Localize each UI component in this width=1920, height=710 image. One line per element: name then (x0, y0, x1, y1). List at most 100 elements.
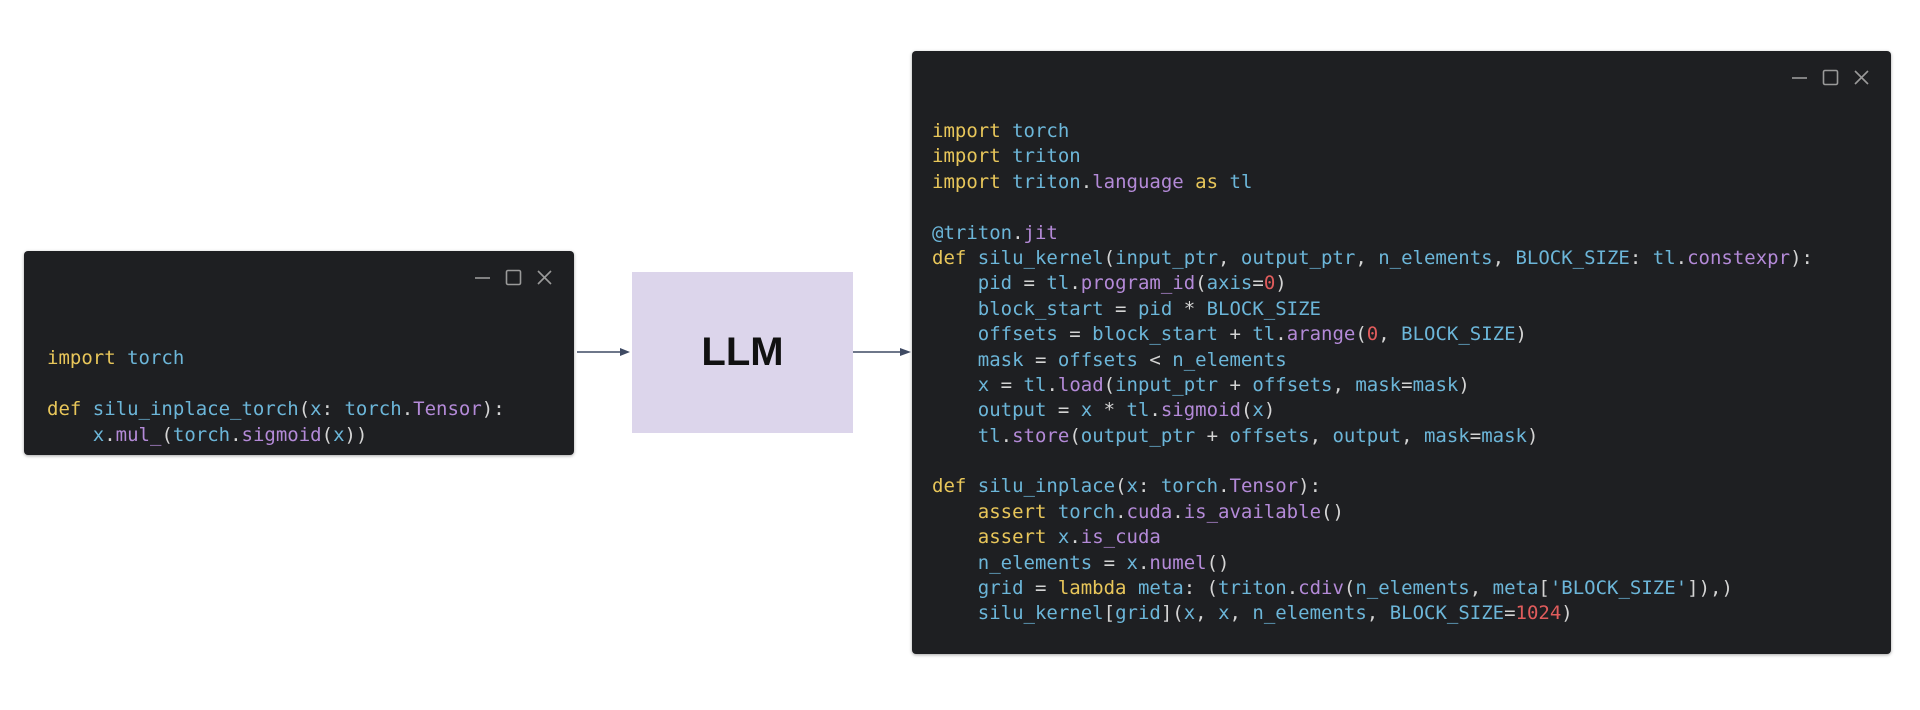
code-token: pid (1137, 297, 1173, 320)
code-token: numel (1149, 551, 1207, 574)
code-token: cuda (1126, 500, 1173, 523)
code-line: import torch (47, 346, 505, 371)
code-token (1127, 577, 1138, 599)
minimize-icon[interactable] (474, 269, 491, 286)
code-token: mul_ (115, 423, 162, 446)
code-line: pid = tl.program_id(axis=0) (932, 271, 1813, 296)
code-token: torch (1012, 120, 1070, 142)
code-token: tl (1229, 170, 1253, 193)
code-token (932, 374, 978, 396)
code-token: offsets (1252, 373, 1333, 396)
code-token: def (932, 475, 967, 498)
minimize-icon[interactable] (1791, 69, 1808, 86)
code-token: ): (1298, 475, 1322, 498)
code-token (932, 577, 978, 599)
code-token: x (310, 398, 322, 421)
code-token (966, 475, 977, 497)
code-token: mask (1423, 424, 1470, 447)
code-token: Tensor (413, 398, 482, 421)
code-token: sigmoid (241, 423, 322, 446)
code-token: def (932, 246, 967, 269)
code-token: silu_kernel (977, 602, 1104, 625)
code-token: . (104, 423, 116, 446)
code-token (932, 399, 978, 421)
code-token: 'BLOCK_SIZE' (1549, 577, 1688, 600)
code-token: = (989, 373, 1024, 396)
code-token: x (1126, 475, 1138, 498)
code-token: output_ptr (1240, 246, 1356, 269)
code-token: = (1401, 373, 1413, 396)
close-icon[interactable] (1853, 69, 1870, 86)
code-line: grid = lambda meta: (triton.cdiv(n_eleme… (932, 576, 1813, 601)
code-line: x.mul_(torch.sigmoid(x)) (47, 423, 505, 448)
maximize-icon[interactable] (1822, 69, 1839, 86)
code-token: , (1492, 246, 1516, 269)
maximize-icon[interactable] (505, 269, 522, 286)
code-token: def (47, 398, 82, 421)
code-token: as (1195, 170, 1219, 193)
code-token: lambda (1057, 577, 1127, 600)
code-token: mask (1412, 373, 1459, 396)
code-token: constexpr (1687, 246, 1791, 269)
code-line: mask = offsets < n_elements (932, 348, 1813, 373)
code-token: tl (1252, 323, 1276, 346)
code-token: 0 (1263, 272, 1276, 295)
code-token (932, 425, 978, 447)
code-token: , (1378, 323, 1402, 346)
code-token: = (1504, 602, 1516, 625)
code-token: , (1366, 602, 1390, 625)
code-token (1218, 171, 1229, 193)
code-token: : (1137, 475, 1161, 498)
code-token: n_elements (1172, 348, 1287, 371)
code-token: assert (977, 526, 1047, 549)
code-token (1001, 145, 1012, 167)
code-token: = (1092, 551, 1127, 574)
code-token: , (1218, 246, 1241, 269)
close-icon[interactable] (536, 269, 553, 286)
code-token: ( (1343, 577, 1356, 600)
code-token: meta (1137, 577, 1184, 600)
code-token: ( (321, 423, 334, 446)
code-token: = (1023, 577, 1058, 600)
code-token: triton (1012, 170, 1081, 193)
code-token: . (1218, 475, 1230, 498)
code-token: . (1149, 399, 1161, 422)
code-line: block_start = pid * BLOCK_SIZE (932, 297, 1813, 322)
code-token: torch (1057, 500, 1116, 523)
code-token: ( (1115, 475, 1127, 498)
code-token: silu_inplace (977, 475, 1116, 498)
code-token: x (1126, 551, 1138, 574)
code-token (1046, 501, 1057, 523)
code-line: tl.store(output_ptr + offsets, output, m… (932, 424, 1813, 449)
code-token: input_ptr (1115, 246, 1219, 269)
code-token: . (1286, 577, 1299, 600)
code-token: offsets (977, 323, 1058, 346)
code-token (932, 298, 978, 320)
code-token: + (1195, 424, 1230, 447)
code-token: silu_kernel (977, 246, 1104, 269)
code-token: x (333, 423, 345, 446)
code-token: block_start (1092, 323, 1219, 346)
code-line: def silu_kernel(input_ptr, output_ptr, n… (932, 246, 1813, 271)
code-line: import torch (932, 119, 1813, 144)
code-token: cdiv (1298, 577, 1344, 600)
code-token: ) (1263, 399, 1276, 422)
code-token: grid (977, 577, 1024, 600)
code-token (116, 347, 127, 369)
code-token: x (1218, 602, 1230, 625)
code-token: ( (1195, 272, 1207, 295)
code-token (932, 349, 978, 371)
code-token: n_elements (1252, 602, 1367, 625)
code-token: @triton (932, 221, 1013, 244)
code-token: ( (161, 423, 173, 446)
code-token: + (1218, 373, 1253, 396)
code-token: . (1275, 323, 1287, 346)
code-token: tl (1023, 373, 1047, 396)
code-token: , (1355, 246, 1379, 269)
code-token: , (1229, 602, 1253, 625)
code-token: ( (298, 398, 311, 421)
code-line: n_elements = x.numel() (932, 551, 1813, 576)
